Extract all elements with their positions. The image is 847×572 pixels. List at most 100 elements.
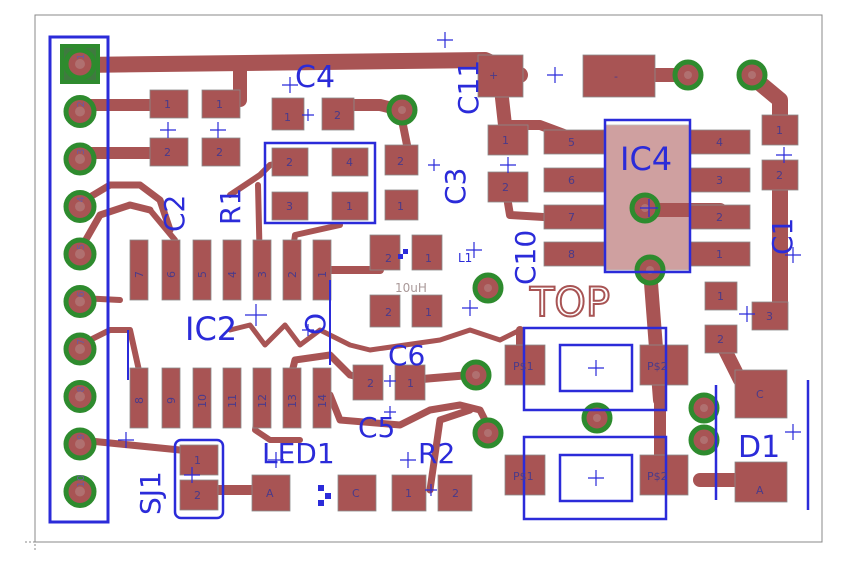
padnum-sj1-1: 1: [194, 454, 201, 467]
padnum-reg-1: 1: [717, 290, 724, 303]
header-pin-hole: [75, 154, 85, 164]
board-outline: [34, 14, 823, 543]
padnum-reg-2: 2: [717, 333, 724, 346]
padnum-ic4-8: 8: [568, 248, 575, 261]
header-pin-hole: [75, 296, 85, 307]
padnum-d1-c: C: [756, 388, 764, 401]
trace-pin9: [76, 436, 184, 454]
silk-ps-bot: [522, 435, 668, 521]
pad-c11-minus: [582, 54, 656, 98]
label-c2: C2: [158, 195, 191, 232]
smd-pads: [129, 54, 799, 512]
cross-c4b: [302, 109, 314, 121]
cross-l1b: [466, 242, 482, 258]
padnum-c3-1: 1: [397, 200, 404, 213]
pad-led1-a: [251, 474, 291, 512]
pad-d1-a: [734, 461, 788, 503]
pad-c6-2: [352, 364, 384, 401]
header-pin-number: 5: [76, 244, 87, 250]
padnum-10uh-2: 2: [385, 306, 392, 319]
via-hole: [700, 404, 708, 412]
trace-c5: [326, 391, 494, 434]
cross-c10: [500, 157, 516, 173]
l1-dot-1: [398, 254, 403, 259]
pad-ic4-2: [689, 204, 751, 230]
pad-c11-plus: [477, 54, 524, 98]
padnum-ps2-bot: P$2: [647, 470, 668, 483]
padnum-ic2-9: 9: [165, 397, 178, 404]
padnum-ic2-5: 5: [196, 271, 209, 278]
pad-labels: 1 1 2 2 1 2 2 4 3 1 2 1 1 2 5 6 7 8 4 3 …: [133, 69, 783, 502]
padnum-ic2-3: 3: [256, 271, 269, 278]
padnum-ic4-5: 5: [568, 136, 575, 149]
pad-ps2-bot: [639, 454, 689, 496]
silk-ps-top: [522, 326, 668, 412]
via-hole: [484, 429, 492, 437]
cross-d1: [785, 424, 801, 440]
label-led1: LED1: [262, 437, 335, 470]
label-c1: C1: [766, 218, 799, 255]
pad-ic2-2: [282, 239, 302, 301]
pad-ic2-1: [312, 239, 332, 301]
padnum-q1: 1: [346, 200, 353, 213]
pad-ic2-11: [222, 367, 242, 429]
trace-pin5: [76, 201, 154, 254]
label-r1: R1: [214, 188, 247, 225]
pad-reg-3: [751, 301, 789, 331]
padnum-ic2-11: 11: [226, 394, 239, 408]
padnum-c6-1: 1: [407, 377, 414, 390]
padnum-ic2-7: 7: [133, 271, 146, 278]
pad-r1-1: [201, 89, 241, 119]
header-pin-number: 3: [76, 149, 87, 155]
cross-ps-bot: [588, 470, 604, 486]
pad-ps2-top: [639, 344, 689, 386]
padnum-ic4-1: 1: [716, 248, 723, 261]
cross-ic2: [245, 304, 267, 326]
led-marker: [318, 249, 408, 506]
cross-c1: [776, 147, 792, 163]
padnum-ic4-7: 7: [568, 211, 575, 224]
cross-c5: [384, 406, 396, 418]
pad-c2-1: [149, 89, 189, 119]
padnum-q3: 3: [286, 200, 293, 213]
pad-c1-2: [761, 159, 799, 191]
padnum-ic2-6: 6: [165, 271, 178, 278]
padnum-r1-1: 1: [216, 98, 223, 111]
pad-c4-2: [321, 97, 355, 131]
cross-r2b: [425, 484, 437, 496]
padnum-reg-3: 3: [766, 310, 773, 323]
pad-ic2-7: [129, 239, 149, 301]
header-pin-hole: [75, 201, 85, 212]
pad-q-3: [271, 191, 309, 221]
trace-pin7: [77, 327, 143, 378]
padnum-c2-1: 1: [164, 98, 171, 111]
padnum-ic2-14: 14: [316, 394, 329, 408]
padnum-c4-1: 1: [284, 111, 291, 124]
via-hole: [472, 371, 480, 379]
padnum-led-c: C: [352, 487, 360, 500]
pad-ic2-12: [252, 367, 272, 429]
silk-header: [48, 35, 110, 524]
pad-c2-2: [149, 137, 189, 167]
cross-r2: [400, 452, 416, 468]
pad-l1-1: [411, 234, 443, 271]
pad-d1-c: [734, 369, 788, 419]
padnum-ps1-bot: P$1: [513, 470, 534, 483]
label-10uh: 10uH: [395, 281, 427, 295]
silkscreen-outlines: [48, 35, 810, 524]
led-dot-3: [318, 500, 324, 506]
label-r2: R2: [418, 437, 455, 470]
pad-ic4-6: [543, 167, 605, 193]
label-c6: C6: [388, 339, 425, 372]
padnum-ic2-8: 8: [133, 397, 146, 404]
padnum-ic4-4: 4: [716, 136, 723, 149]
silk-ps-top-inner: [558, 343, 634, 393]
padnum-ps2-top: P$2: [647, 360, 668, 373]
pad-ic2-8: [129, 367, 149, 429]
padnum-ic2-2: 2: [286, 271, 299, 278]
cross-r1: [210, 122, 226, 138]
padnum-l1-1: 1: [425, 252, 432, 265]
header-pin-number: 8: [76, 386, 87, 392]
pad-ic2-9: [161, 367, 181, 429]
